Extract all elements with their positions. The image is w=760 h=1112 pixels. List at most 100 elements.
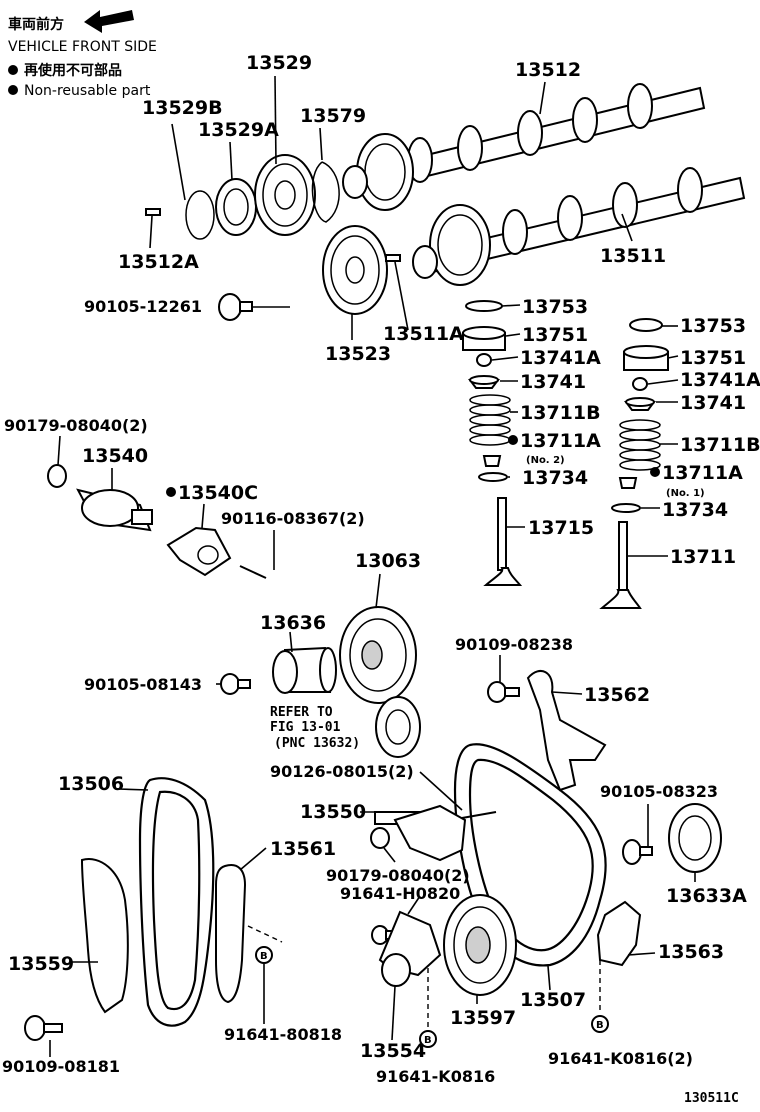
label-13554: 13554 bbox=[360, 1040, 426, 1062]
shim-13753-right bbox=[629, 318, 663, 332]
camshaft-13512 bbox=[342, 83, 706, 211]
label-13741A-left: 13741A bbox=[520, 347, 601, 369]
label-91641-H0820: 91641-H0820 bbox=[340, 884, 460, 903]
label-13734-left: 13734 bbox=[522, 467, 588, 489]
label-91641-80818: 91641-80818 bbox=[224, 1025, 342, 1044]
label-13741A-right: 13741A bbox=[680, 369, 760, 391]
ref-line-1: REFER TO bbox=[270, 705, 333, 720]
label-13715: 13715 bbox=[528, 517, 594, 539]
figure-code: 130511C bbox=[684, 1091, 739, 1106]
retainer-13741-left bbox=[468, 375, 500, 389]
sprocket-13597 bbox=[443, 894, 517, 996]
solenoid-13540 bbox=[76, 488, 153, 532]
bolt-90109-08181 bbox=[24, 1015, 63, 1041]
spring-13711B-right bbox=[619, 419, 661, 471]
bolt-90109-08238 bbox=[487, 681, 520, 703]
snap-ring-13579 bbox=[311, 161, 340, 223]
note-no1: (No. 1) bbox=[666, 488, 705, 499]
label-90179-top: 90179-08040(2) bbox=[4, 416, 148, 435]
legend-label: Non-reusable part bbox=[24, 83, 151, 99]
b-mark-label: B bbox=[596, 1020, 604, 1031]
label-13563: 13563 bbox=[658, 941, 724, 963]
bolt-90179-mid bbox=[370, 827, 390, 849]
non-reusable-dot-icon bbox=[8, 85, 18, 95]
label-13561: 13561 bbox=[270, 838, 336, 860]
b-mark-label: B bbox=[260, 951, 268, 962]
pin-13512A bbox=[145, 208, 161, 216]
spring-13711B-left bbox=[469, 394, 511, 446]
label-13636: 13636 bbox=[260, 612, 326, 634]
label-13741-right: 13741 bbox=[680, 392, 746, 414]
non-reusable-dot-icon bbox=[650, 467, 660, 477]
gear-13523 bbox=[322, 225, 388, 315]
legend-label-cjk: 再使用不可部品 bbox=[24, 62, 122, 79]
label-13711B-right: 13711B bbox=[680, 434, 760, 456]
lifter-13751-right bbox=[623, 345, 669, 371]
label-13711A-left: 13711A bbox=[520, 430, 601, 452]
label-13540: 13540 bbox=[82, 445, 148, 467]
tensioner-13554 bbox=[378, 910, 442, 987]
label-90116: 90116-08367(2) bbox=[221, 509, 365, 528]
label-13529: 13529 bbox=[246, 52, 312, 74]
seal-13711A-left bbox=[482, 455, 502, 467]
label-90109-08181: 90109-08181 bbox=[2, 1057, 120, 1076]
seal-13711A-right bbox=[618, 477, 638, 489]
gasket-13540C bbox=[166, 526, 232, 577]
camshaft-13511 bbox=[412, 167, 746, 286]
damper-13561 bbox=[215, 864, 247, 1004]
gear-13529 bbox=[254, 154, 316, 236]
ref-line-3: (PNC 13632) bbox=[274, 736, 360, 751]
label-13751-left: 13751 bbox=[522, 324, 588, 346]
vehicle-front-label: VEHICLE FRONT SIDE bbox=[8, 39, 157, 55]
label-13562: 13562 bbox=[584, 684, 650, 706]
label-13741-left: 13741 bbox=[520, 371, 586, 393]
label-13511A: 13511A bbox=[383, 323, 464, 345]
b-mark-icon bbox=[419, 1030, 437, 1048]
label-90109-08238: 90109-08238 bbox=[455, 635, 573, 654]
valve-13715 bbox=[483, 497, 523, 586]
label-91641-K0816-2: 91641-K0816(2) bbox=[548, 1049, 693, 1068]
shim-13753-left bbox=[465, 300, 503, 312]
label-13734-right: 13734 bbox=[662, 499, 728, 521]
label-13507: 13507 bbox=[520, 989, 586, 1011]
label-90105-08143: 90105-08143 bbox=[84, 675, 202, 694]
label-13512: 13512 bbox=[515, 59, 581, 81]
chain-13507 bbox=[453, 743, 607, 967]
gear-13632 bbox=[375, 696, 421, 758]
label-13711: 13711 bbox=[670, 546, 736, 568]
pin-13511A bbox=[385, 254, 401, 262]
plate-13529A bbox=[215, 178, 257, 236]
label-90105-12261: 90105-12261 bbox=[84, 297, 202, 316]
label-13751-right: 13751 bbox=[680, 347, 746, 369]
lifter-13751-left bbox=[462, 326, 506, 351]
label-13063: 13063 bbox=[355, 550, 421, 572]
non-reusable-dot-icon bbox=[508, 435, 518, 445]
bolt-90105-08323 bbox=[622, 839, 653, 865]
tensioner-13550 bbox=[374, 804, 497, 862]
stud-90116 bbox=[239, 565, 267, 579]
gear-13633A bbox=[668, 803, 722, 873]
bolt-90105-08143 bbox=[220, 673, 251, 695]
b-mark-icon bbox=[591, 1015, 609, 1033]
label-13506: 13506 bbox=[58, 773, 124, 795]
non-reusable-dot-icon bbox=[8, 65, 18, 75]
label-13753-right: 13753 bbox=[680, 315, 746, 337]
ring-13529B bbox=[185, 190, 215, 240]
label-13512A: 13512A bbox=[118, 251, 199, 273]
valve-13711 bbox=[599, 521, 642, 609]
b-mark-icon bbox=[255, 946, 273, 964]
keeper-13741A-right bbox=[632, 377, 648, 391]
label-90105-08323: 90105-08323 bbox=[600, 782, 718, 801]
label-13597: 13597 bbox=[450, 1007, 516, 1029]
label-13550: 13550 bbox=[300, 801, 366, 823]
label-90126: 90126-08015(2) bbox=[270, 762, 414, 781]
retainer-13741-right bbox=[624, 397, 656, 411]
bolt-90105-12261 bbox=[218, 293, 253, 321]
label-91641-K0816: 91641-K0816 bbox=[376, 1067, 495, 1086]
label-13633A: 13633A bbox=[666, 885, 747, 907]
label-13711A-right: 13711A bbox=[662, 462, 743, 484]
label-13523: 13523 bbox=[325, 343, 391, 365]
vehicle-front-label-cjk: 車両前方 bbox=[8, 16, 64, 33]
gear-13063 bbox=[339, 606, 417, 704]
